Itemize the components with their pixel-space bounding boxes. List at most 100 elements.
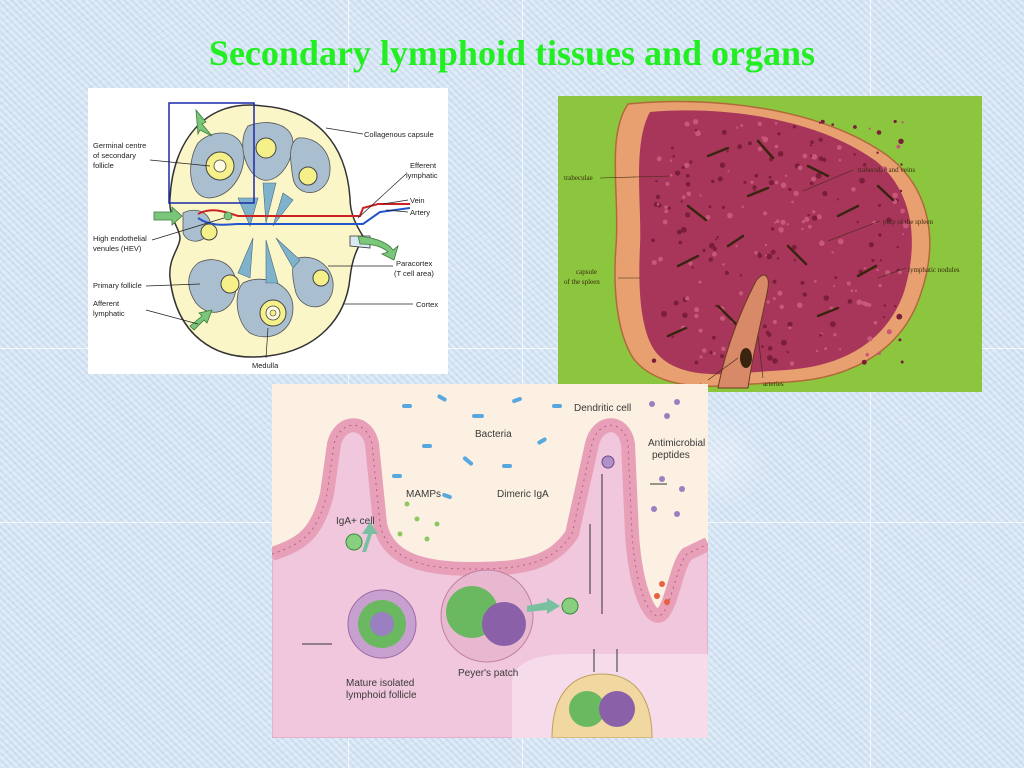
label-medulla: Medulla: [252, 361, 279, 370]
pulp-speckle: [685, 212, 691, 218]
pulp-speckle: [902, 222, 909, 229]
pulp-speckle: [694, 129, 698, 132]
pulp-speckle: [831, 251, 834, 254]
pulp-speckle: [791, 244, 797, 250]
pulp-speckle: [692, 119, 699, 125]
pulp-speckle: [694, 313, 699, 319]
pulp-speckle: [876, 268, 879, 272]
pulp-speckle: [717, 176, 723, 182]
pulp-speckle: [808, 224, 812, 229]
pulp-speckle: [765, 330, 770, 335]
pulp-speckle: [676, 229, 682, 235]
pulp-speckle: [786, 223, 789, 226]
pulp-speckle: [786, 350, 789, 354]
pulp-speckle: [655, 194, 661, 200]
label-antimicrobial-1: Antimicrobial: [648, 438, 705, 449]
intestinal-mucosa-diagram: Bacteria Dendritic cell Antimicrobial pe…: [272, 384, 708, 738]
label-afferent-1: Afferent: [93, 299, 120, 308]
label-afferent-2: lymphatic: [93, 309, 125, 318]
pulp-speckle: [681, 165, 685, 170]
pulp-speckle: [773, 221, 776, 224]
follicles: [200, 137, 330, 327]
lymph-node-diagram: Germinal centre of secondary follicle Co…: [88, 88, 448, 374]
pulp-speckle: [761, 136, 764, 139]
label-efferent-1: Efferent: [410, 161, 437, 170]
pulp-speckle: [902, 233, 905, 236]
pulp-speckle: [883, 316, 886, 319]
lymph-node-figure: Germinal centre of secondary follicle Co…: [93, 102, 438, 370]
pulp-speckle: [811, 154, 818, 160]
pulp-speckle: [811, 176, 817, 182]
leader-lines: [145, 127, 413, 359]
pulp-speckle: [667, 206, 671, 210]
pulp-speckle: [834, 276, 838, 280]
pulp-speckle: [661, 310, 667, 317]
bacteria: [392, 394, 562, 500]
pulp-speckle: [900, 208, 905, 214]
pulp-speckle: [815, 349, 819, 353]
label-capsule: Collagenous capsule: [364, 130, 434, 139]
pulp-speckle: [779, 304, 784, 309]
spleen-figure: trabeculae trabeculae and veins pulp of …: [564, 100, 960, 390]
pulp-speckle: [698, 280, 702, 284]
pulp-speckle: [695, 130, 701, 137]
pulp-speckle: [853, 125, 857, 129]
pulp-speckle: [727, 170, 730, 173]
pulp-speckle: [699, 194, 702, 197]
label-germinal-3: follicle: [93, 161, 114, 170]
pulp-speckle: [809, 144, 813, 147]
pulp-speckle: [757, 252, 761, 256]
iga-plasma-cell: [345, 533, 363, 551]
label-mamps: MAMPs: [406, 489, 441, 500]
pulp-speckle: [867, 336, 873, 342]
pulp-speckle: [804, 216, 810, 222]
pulp-speckle: [708, 205, 712, 209]
pulp-speckle: [775, 219, 780, 224]
pulp-speckle: [741, 205, 744, 208]
pulp-speckle: [664, 209, 669, 214]
pulp-speckle: [776, 257, 780, 260]
mamps-dots: [397, 501, 440, 542]
label-spleen-capsule-1: capsule: [576, 268, 597, 276]
pulp-speckle: [656, 203, 660, 206]
pulp-speckle: [686, 191, 692, 197]
pulp-speckle: [871, 258, 875, 263]
pulp-speckle: [681, 195, 686, 199]
label-germinal-1: Germinal centre: [93, 141, 146, 150]
pulp-speckle: [901, 121, 904, 124]
pulp-speckle: [854, 289, 858, 292]
slide-title: Secondary lymphoid tissues and organs: [208, 33, 816, 73]
pulp-speckle: [897, 270, 902, 275]
pulp-speckle: [762, 136, 769, 143]
pulp-speckle: [772, 358, 778, 364]
pulp-speckle: [712, 251, 717, 257]
pulp-speckle: [810, 140, 814, 144]
pulp-speckle: [809, 181, 814, 186]
pulp-speckle: [716, 236, 719, 239]
mature-isolated-follicle: [347, 589, 417, 659]
pulp-speckle: [788, 326, 792, 330]
pulp-speckle: [774, 144, 779, 149]
pulp-speckle: [685, 173, 690, 178]
spleen-leaders: [599, 169, 907, 381]
peyers-patch: [440, 569, 534, 663]
label-primary-follicle: Primary follicle: [93, 281, 142, 290]
pulp-speckle: [851, 187, 856, 192]
pulp-speckle: [819, 240, 825, 246]
pulp-speckle: [682, 312, 688, 319]
pulp-speckle: [819, 333, 823, 337]
pulp-speckle: [816, 214, 822, 220]
pulp-speckle: [712, 335, 716, 340]
pulp-speckle: [863, 163, 867, 167]
pulp-speckle: [764, 243, 768, 247]
hilum-vessels: [717, 274, 769, 389]
vein-line: [197, 207, 411, 226]
pulp-speckle: [664, 205, 668, 209]
pulp-speckle: [738, 291, 744, 296]
pulp-speckle: [868, 127, 871, 130]
pulp-speckle: [791, 200, 794, 204]
pulp-speckle: [830, 321, 836, 328]
vein-lumen: [740, 348, 752, 368]
pulp-speckle: [893, 119, 897, 124]
pulp-speckle: [899, 189, 903, 193]
